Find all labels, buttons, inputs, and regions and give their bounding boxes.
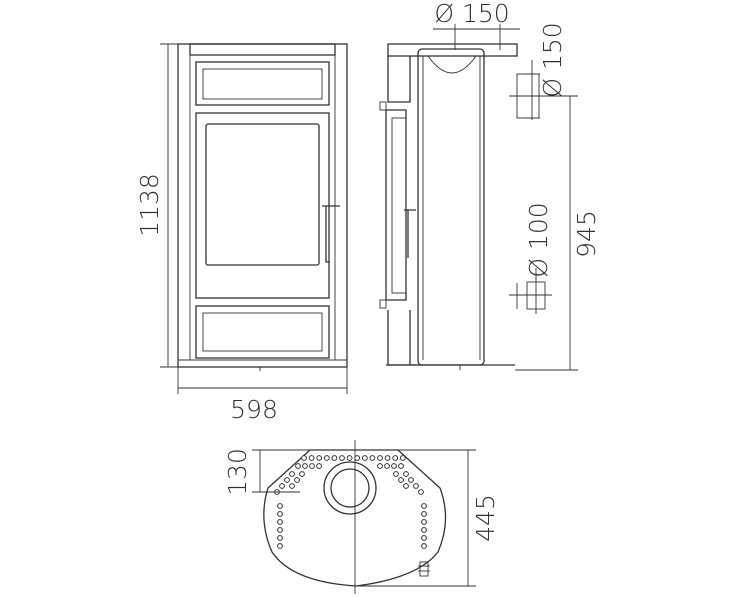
side-view xyxy=(379,43,552,370)
side-upper-panel xyxy=(387,56,411,103)
vent-hole xyxy=(384,455,391,461)
vent-hole xyxy=(391,463,397,469)
front-drawer xyxy=(195,305,330,359)
vent-hole xyxy=(421,543,427,549)
vent-hole xyxy=(277,519,283,525)
vent-hole xyxy=(309,463,315,469)
vent-hole xyxy=(354,455,361,461)
vent-hole xyxy=(339,455,345,461)
vent-hole xyxy=(398,477,404,483)
plan-flue-inner xyxy=(330,468,370,508)
door-handle xyxy=(322,205,340,263)
vent-hole xyxy=(277,543,283,549)
vent-hole xyxy=(369,455,376,461)
vent-hole xyxy=(316,455,323,461)
side-handle xyxy=(404,209,416,258)
vent-hole xyxy=(398,463,404,469)
vent-hole xyxy=(295,463,301,469)
vent-hole xyxy=(361,455,368,461)
vent-hole xyxy=(377,463,383,469)
side-top-flue-dimension: Ø 150 xyxy=(433,0,520,50)
vent-hole xyxy=(418,489,424,495)
side-door-edge xyxy=(385,109,407,301)
vent-hole xyxy=(308,455,315,461)
plan-offset-dimension: 130 xyxy=(223,448,310,496)
front-height-label: 1138 xyxy=(135,173,164,237)
vent-hole xyxy=(421,519,427,525)
vent-hole xyxy=(421,527,427,533)
front-view xyxy=(177,43,348,371)
vent-hole xyxy=(277,527,283,533)
side-lower-panel xyxy=(387,310,418,366)
vent-hole xyxy=(302,463,308,469)
front-door xyxy=(195,112,330,299)
side-rear-flue-label: Ø 150 xyxy=(538,22,567,97)
plan-ventilation-holes xyxy=(274,455,427,549)
side-top-flue-label: Ø 150 xyxy=(434,0,509,28)
vent-hole xyxy=(316,463,322,469)
vent-hole xyxy=(277,503,283,509)
vent-hole xyxy=(346,455,353,461)
vent-hole xyxy=(403,483,409,489)
vent-hole xyxy=(284,477,290,483)
vent-hole xyxy=(421,511,427,517)
vent-hole xyxy=(289,483,295,489)
front-height-dimension: 1138 xyxy=(135,43,178,368)
vent-hole xyxy=(377,455,383,461)
side-air-inlet-dimension: Ø 100 xyxy=(524,202,553,314)
vent-hole xyxy=(393,471,399,477)
vent-hole xyxy=(399,455,406,461)
front-upper-compartment xyxy=(195,61,330,106)
vent-hole xyxy=(403,471,409,477)
front-top-cap xyxy=(189,43,336,56)
side-body xyxy=(417,48,485,366)
front-width-label: 598 xyxy=(230,395,278,424)
vent-hole xyxy=(277,511,283,517)
side-rear-flue-dimension: Ø 150 xyxy=(525,22,567,120)
plan-depth-label: 445 xyxy=(471,494,500,542)
side-height-label: 945 xyxy=(572,210,601,258)
vent-hole xyxy=(421,503,427,509)
vent-hole xyxy=(421,535,427,541)
side-air-inlet-label: Ø 100 xyxy=(524,202,553,277)
plan-view xyxy=(263,440,447,594)
vent-hole xyxy=(301,455,307,461)
plan-offset-label: 130 xyxy=(223,448,252,496)
front-glass xyxy=(205,123,320,266)
side-top-cap xyxy=(387,43,518,57)
vent-hole xyxy=(279,483,285,489)
vent-hole xyxy=(331,455,338,461)
plan-depth-dimension: 445 xyxy=(356,449,500,587)
vent-hole xyxy=(294,477,300,483)
vent-hole xyxy=(413,483,419,489)
vent-hole xyxy=(299,471,305,477)
vent-hole xyxy=(392,455,399,461)
front-width-dimension: 598 xyxy=(177,367,348,424)
vent-hole xyxy=(323,455,330,461)
plan-flue-outer xyxy=(323,461,377,515)
vent-hole xyxy=(384,463,390,469)
vent-hole xyxy=(277,535,283,541)
side-height-dimension: 945 xyxy=(515,95,601,371)
vent-hole xyxy=(289,471,295,477)
vent-hole xyxy=(408,477,414,483)
